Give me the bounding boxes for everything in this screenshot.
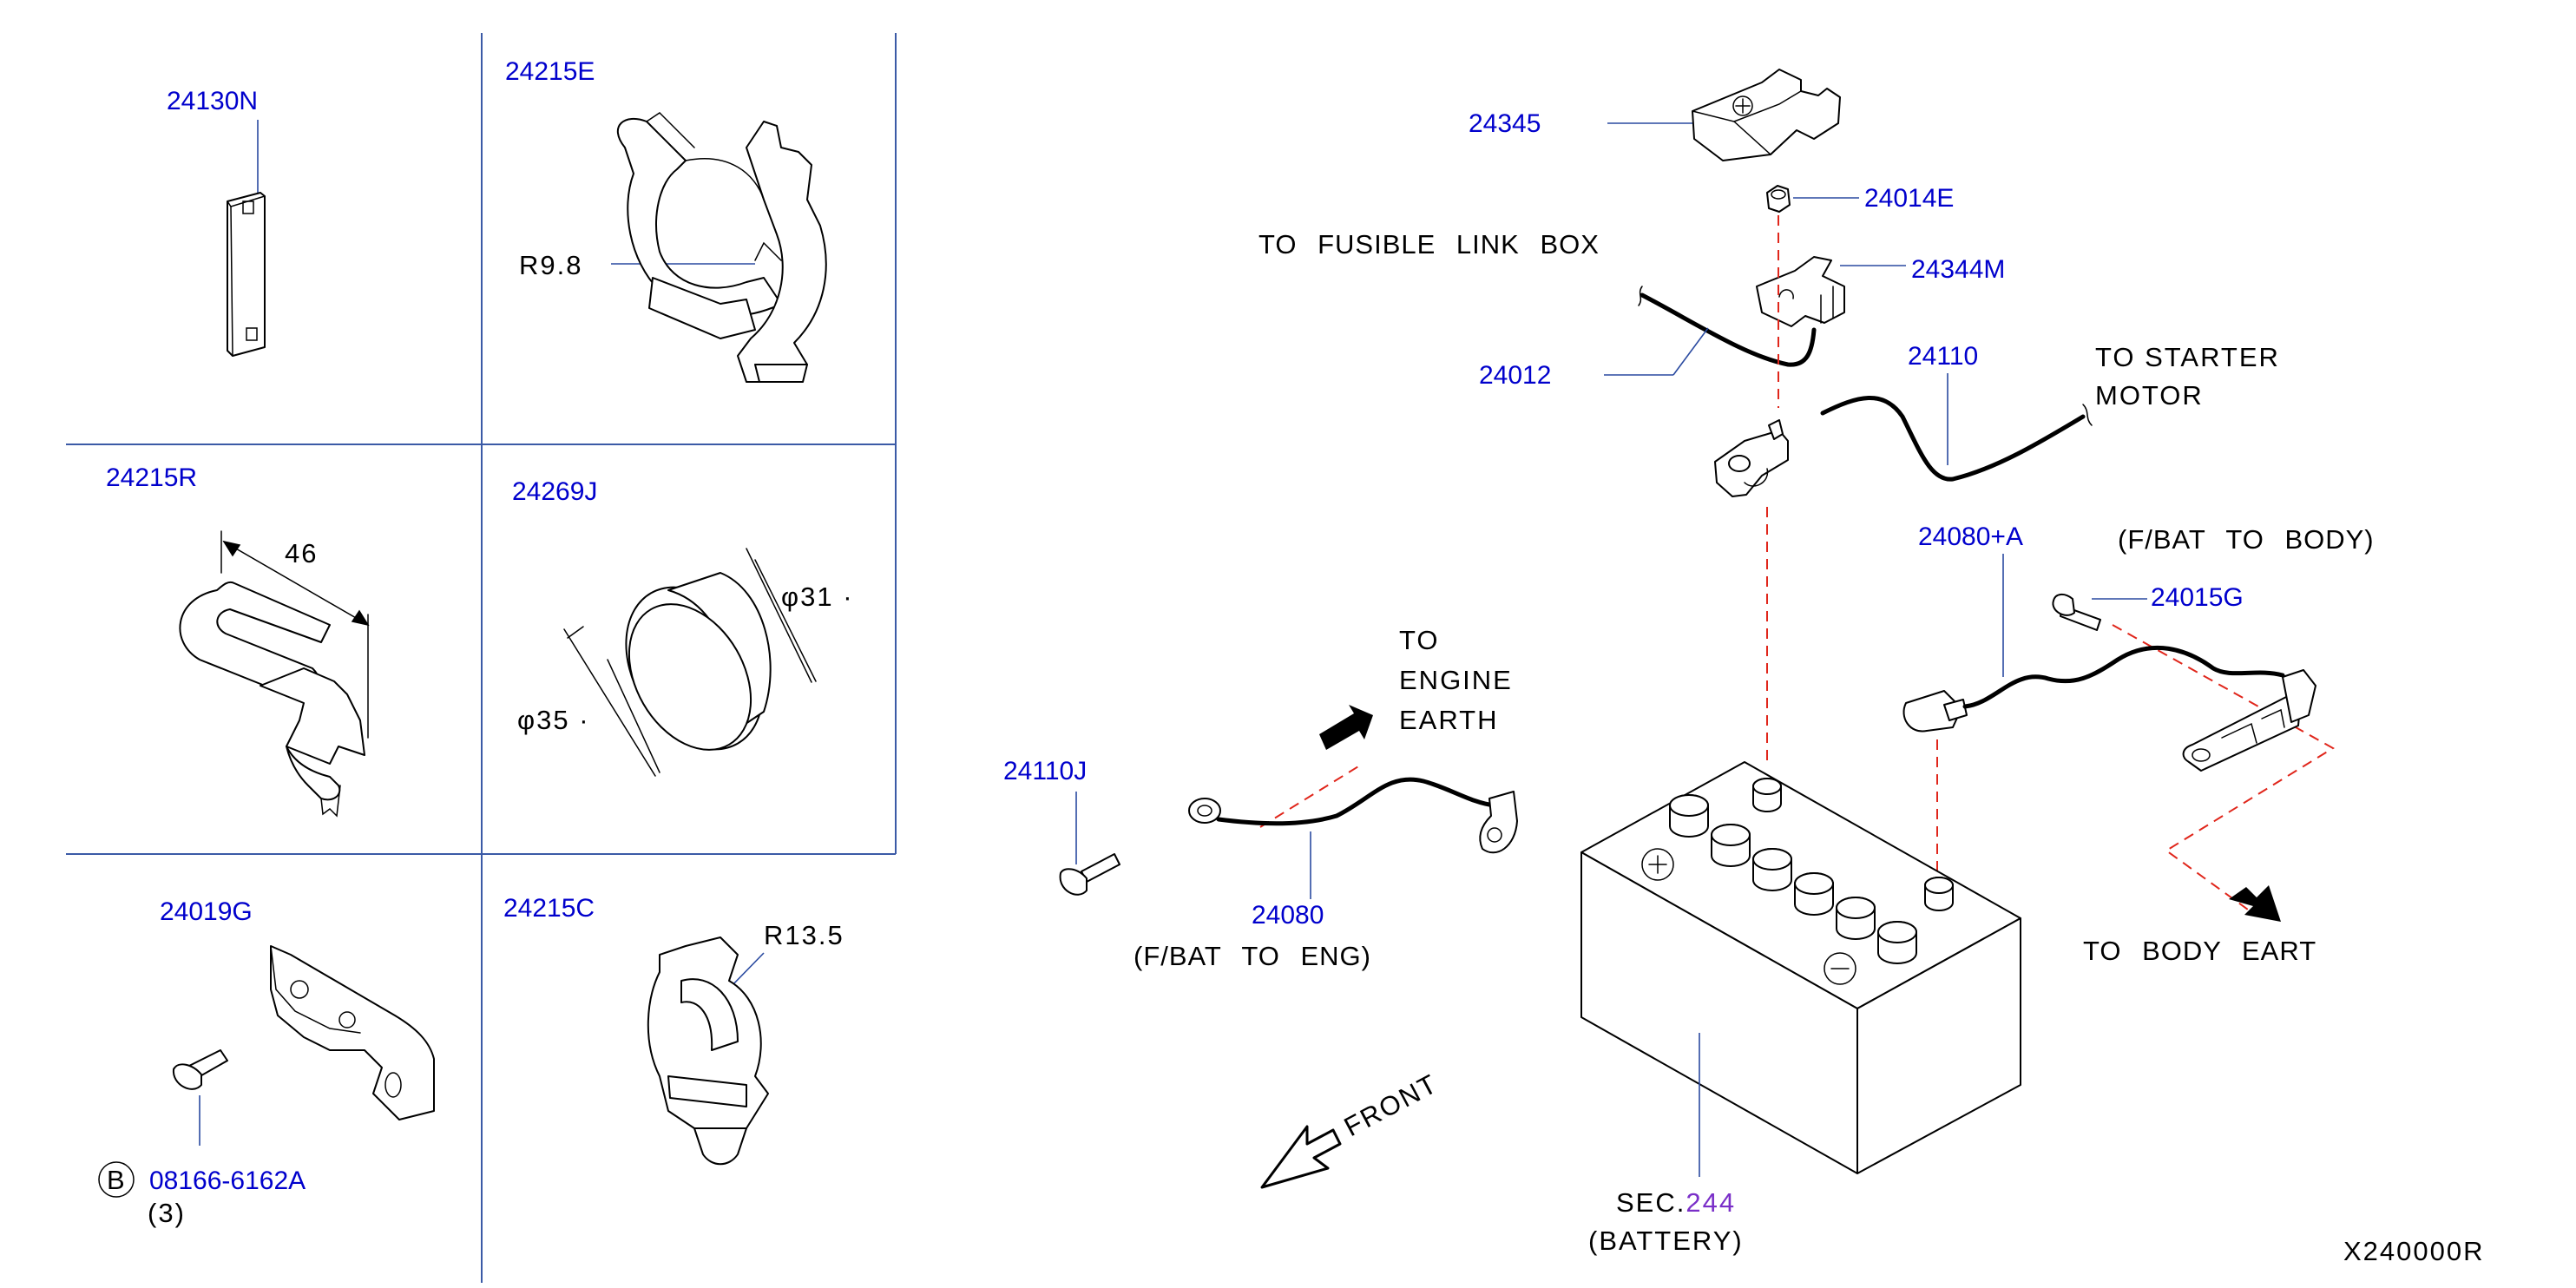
callout-24345: 24345 xyxy=(1469,109,1541,138)
battery: SEC.244 (BATTERY) xyxy=(1580,761,2021,1256)
callout-24014E: 24014E xyxy=(1864,184,1954,213)
label-to: TO xyxy=(1399,625,1440,655)
assembly-lines xyxy=(1259,215,2335,910)
callout-24080A: 24080+A xyxy=(1918,522,2023,551)
sec-prefix: SEC. xyxy=(1616,1187,1686,1218)
dim-46: 46 xyxy=(285,538,318,568)
label-engine: ENGINE xyxy=(1399,665,1513,695)
label-fusible-link-box: TO FUSIBLE LINK BOX xyxy=(1258,229,1600,260)
callout-24215C: 24215C xyxy=(503,894,595,923)
parts-grid xyxy=(66,33,897,1283)
cable-24110: 24110 TO STARTER MOTOR xyxy=(1714,342,2280,497)
label-to-body-eart: TO BODY EART xyxy=(2083,936,2316,966)
clip-24215C: 24215C R13.5 xyxy=(503,894,844,1166)
label-battery: (BATTERY) xyxy=(1588,1226,1744,1256)
label-sec: SEC.244 xyxy=(1616,1187,1736,1218)
label-to-starter: TO STARTER xyxy=(2095,342,2280,372)
grommet-24269J: 24269J φ31 · φ35 · xyxy=(512,477,854,777)
callout-24015G: 24015G xyxy=(2151,583,2244,612)
callout-24130N: 24130N xyxy=(167,87,258,115)
cable-24012: TO FUSIBLE LINK BOX 24012 xyxy=(1258,229,1817,390)
label-fbat-to-body: (F/BAT TO BODY) xyxy=(2118,524,2375,555)
sec-244-link[interactable]: 244 xyxy=(1686,1187,1736,1218)
fuse-part: 24130N xyxy=(167,87,266,357)
callout-24344M: 24344M xyxy=(1911,255,2005,284)
callout-24215R: 24215R xyxy=(106,463,197,492)
label-motor: MOTOR xyxy=(2095,380,2204,411)
circle-b-label: B xyxy=(107,1165,127,1195)
dim-phi35: φ35 · xyxy=(517,705,590,735)
callout-24110J: 24110J xyxy=(1003,757,1087,785)
callout-24215E: 24215E xyxy=(505,57,595,86)
clip-24215R: 24215R 46 xyxy=(106,463,370,818)
cable-24080A: 24080+A (F/BAT TO BODY) 24015G xyxy=(1902,522,2375,772)
callout-24110: 24110 xyxy=(1908,342,1978,371)
callout-24080: 24080 xyxy=(1252,901,1324,930)
callout-08166-6162A: 08166-6162A xyxy=(149,1166,306,1195)
label-earth: EARTH xyxy=(1399,705,1499,735)
terminal-cover-24345: 24345 xyxy=(1469,69,1841,161)
dim-r98: R9.8 xyxy=(519,250,582,280)
terminal-24344M: 24344M xyxy=(1756,255,2005,327)
callout-24012: 24012 xyxy=(1479,361,1551,390)
clip-24215E: 24215E R9.8 xyxy=(505,57,827,383)
front-direction: FRONT xyxy=(1260,1068,1443,1189)
dim-phi31: φ31 · xyxy=(781,582,854,612)
callout-24269J: 24269J xyxy=(512,477,597,506)
dim-r135: R13.5 xyxy=(764,920,844,950)
nut-24014E: 24014E xyxy=(1766,184,1954,213)
body-earth-direction: TO BODY EART xyxy=(2083,885,2316,966)
label-fbat-to-eng: (F/BAT TO ENG) xyxy=(1134,941,1371,971)
bracket-24019G: 24019G B 08166-6162A (3) xyxy=(98,897,435,1228)
cable-24080: TO ENGINE EARTH 24110J 24080 (F/BAT TO E… xyxy=(1003,625,1518,971)
quantity-3: (3) xyxy=(148,1198,186,1228)
diagram-code: X240000R xyxy=(2343,1236,2485,1266)
label-front: FRONT xyxy=(1339,1068,1443,1142)
callout-24019G: 24019G xyxy=(160,897,253,926)
